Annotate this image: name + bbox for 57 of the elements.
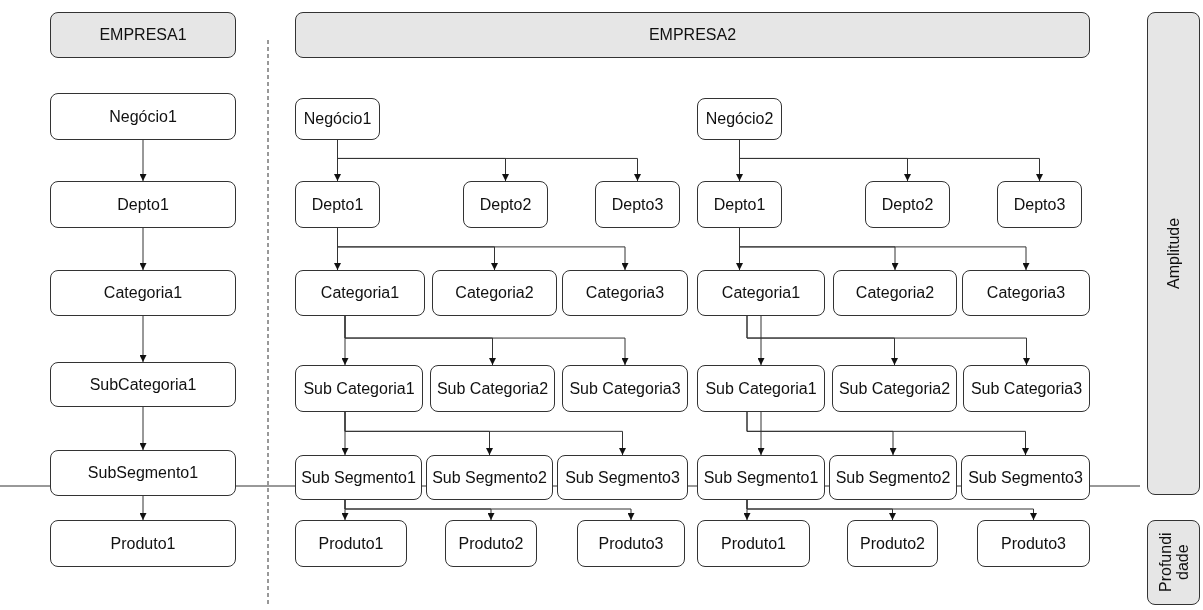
arrow: [739, 227, 1030, 271]
process-box: Categoria1: [295, 270, 425, 316]
arrow: [139, 227, 147, 271]
process-box: Produto3: [977, 520, 1090, 567]
arrow: [746, 315, 1030, 366]
process-box: Produto3: [577, 520, 685, 567]
side-band: Amplitude: [1147, 12, 1200, 495]
process-box: Categoria3: [562, 270, 688, 316]
process-box: Negócio1: [50, 93, 236, 140]
process-box: Depto1: [50, 181, 236, 228]
process-box: Categoria3: [962, 270, 1090, 316]
process-box: Sub Categoria2: [832, 365, 957, 412]
process-box: Categoria1: [50, 270, 236, 316]
arrow: [746, 499, 1037, 521]
process-box: Sub Categoria3: [963, 365, 1090, 412]
process-box: Sub Segmento1: [295, 455, 422, 500]
process-box: Sub Segmento3: [961, 455, 1090, 500]
header-box: EMPRESA2: [295, 12, 1090, 58]
arrow: [139, 315, 147, 363]
process-box: Depto3: [997, 181, 1082, 228]
arrow: [344, 411, 626, 456]
arrow: [757, 411, 765, 456]
process-box: Produto1: [50, 520, 236, 567]
process-box: Produto1: [697, 520, 810, 567]
process-box: Negócio2: [697, 98, 782, 140]
process-box: Sub Categoria3: [562, 365, 688, 412]
process-box: Categoria1: [697, 270, 825, 316]
process-box: Produto2: [445, 520, 537, 567]
arrow: [139, 406, 147, 451]
process-box: Negócio1: [295, 98, 380, 140]
header-box: EMPRESA1: [50, 12, 236, 58]
arrow: [139, 139, 147, 182]
process-box: Depto2: [865, 181, 950, 228]
process-box: Produto2: [847, 520, 938, 567]
process-box: Sub Categoria1: [295, 365, 423, 412]
process-box: SubCategoria1: [50, 362, 236, 407]
process-box: Sub Segmento2: [829, 455, 957, 500]
process-box: Sub Segmento3: [557, 455, 688, 500]
arrow: [344, 499, 635, 521]
process-box: Categoria2: [432, 270, 557, 316]
arrow: [746, 411, 1029, 456]
process-box: Depto2: [463, 181, 548, 228]
arrow: [139, 495, 147, 521]
side-band: Profundidade: [1147, 520, 1200, 605]
process-box: Produto1: [295, 520, 407, 567]
process-box: Sub Segmento1: [697, 455, 825, 500]
process-box: Depto1: [697, 181, 782, 228]
process-box: Sub Segmento2: [426, 455, 553, 500]
process-box: Depto1: [295, 181, 380, 228]
arrow: [337, 227, 629, 271]
process-box: Categoria2: [833, 270, 957, 316]
arrow: [344, 315, 629, 366]
process-box: Sub Categoria2: [430, 365, 555, 412]
process-box: SubSegmento1: [50, 450, 236, 496]
process-box: Sub Categoria1: [697, 365, 825, 412]
process-box: Depto3: [595, 181, 680, 228]
arrow: [757, 315, 765, 366]
